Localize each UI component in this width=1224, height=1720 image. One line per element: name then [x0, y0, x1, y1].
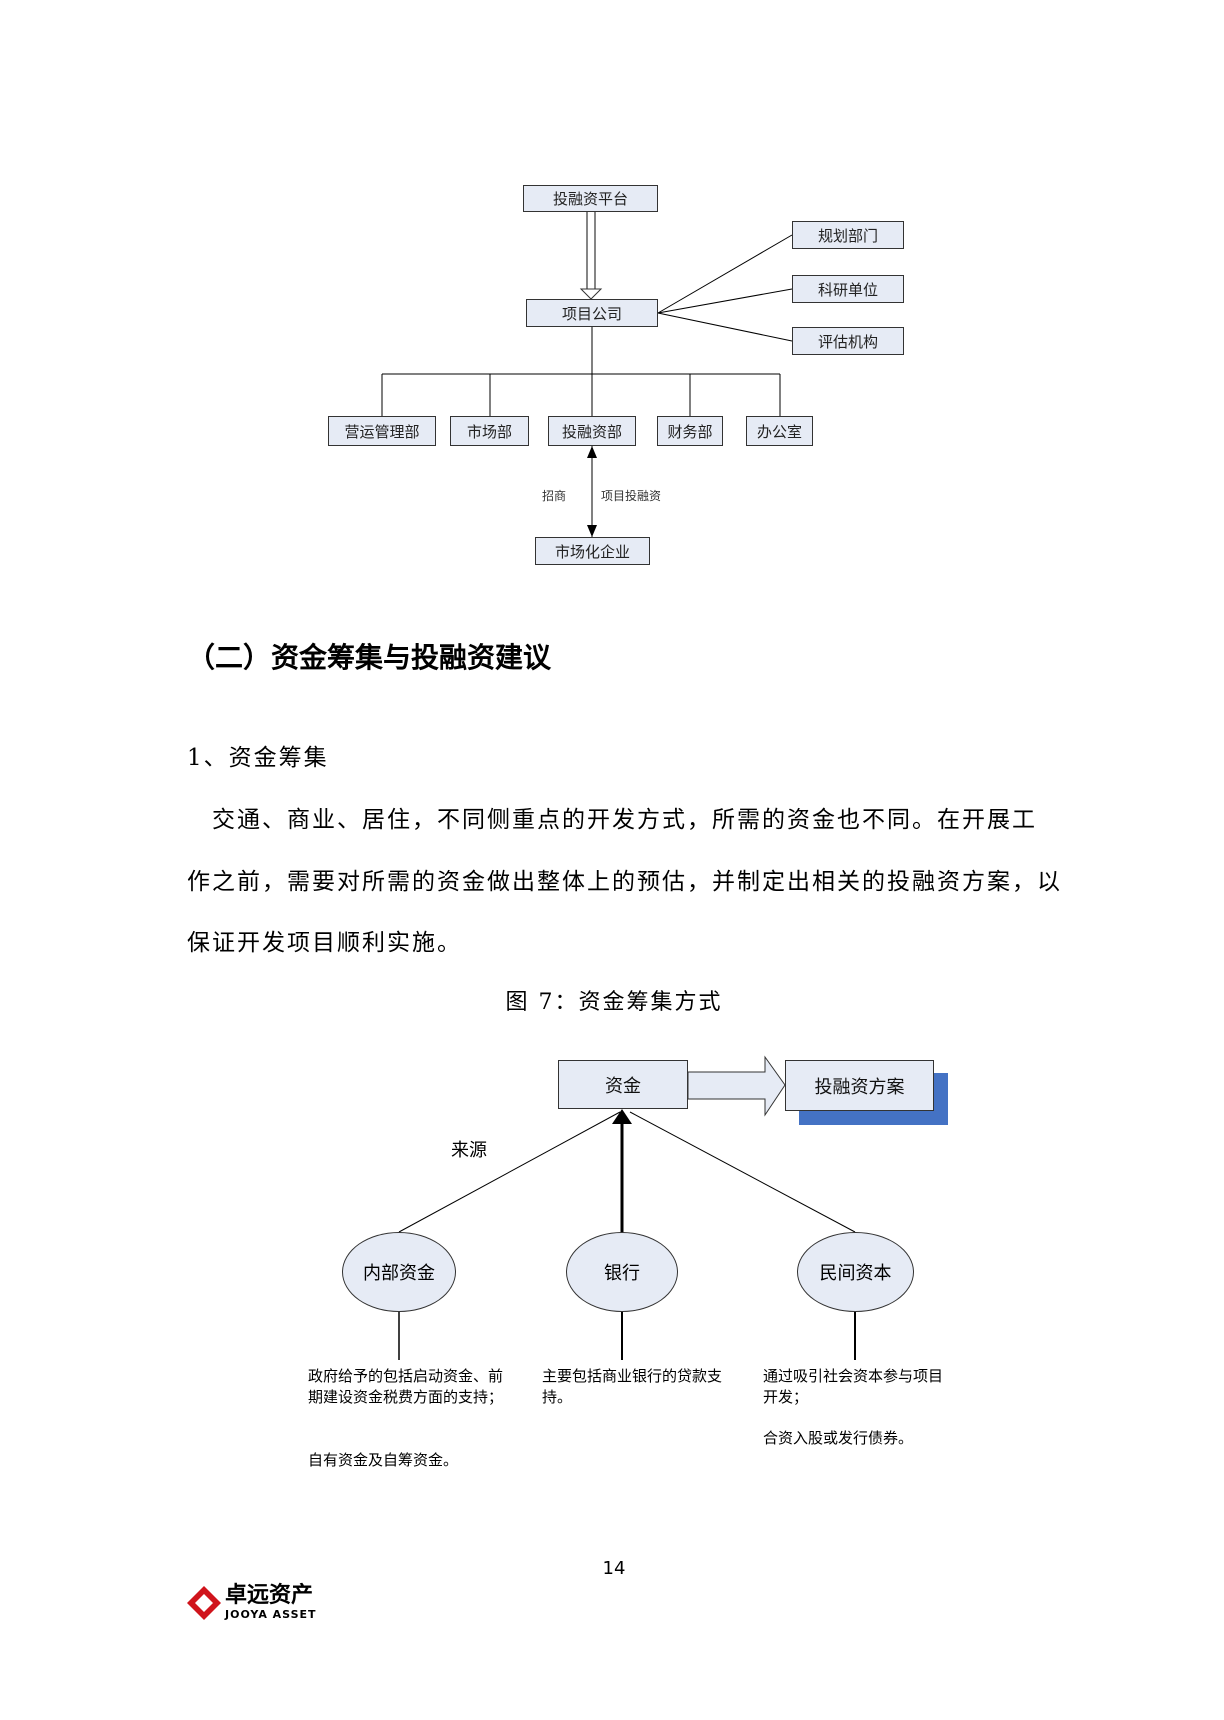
- org-external-box: 科研单位: [792, 275, 904, 303]
- source-label: 来源: [451, 1140, 487, 1161]
- org-external-box: 规划部门: [792, 221, 904, 249]
- subheading: 1、资金筹集: [187, 745, 329, 771]
- company-logo: 卓远资产 JOOYA ASSET: [187, 1584, 317, 1621]
- figure-caption: 图 7：资金筹集方式: [505, 990, 723, 1015]
- org-platform-box: 投融资平台: [523, 185, 658, 212]
- source-ellipse: 银行: [566, 1232, 678, 1312]
- page-number: 14: [602, 1558, 626, 1579]
- source-ellipse: 内部资金: [342, 1232, 456, 1312]
- paragraph-line: 交通、商业、居住，不同侧重点的开发方式，所需的资金也不同。在开展工: [187, 807, 1037, 833]
- org-external-box: 评估机构: [792, 327, 904, 355]
- link-label-left: 招商: [542, 489, 567, 503]
- org-department-box: 办公室: [746, 416, 813, 446]
- section-heading: （二）资金筹集与投融资建议: [187, 641, 552, 674]
- source-note: 主要包括商业银行的贷款支持。: [542, 1367, 723, 1406]
- source-note: 政府给予的包括启动资金、前期建设资金税费方面的支持；: [308, 1367, 504, 1406]
- plan-box: 投融资方案: [785, 1060, 934, 1111]
- org-department-box: 投融资部: [548, 416, 636, 446]
- source-ellipse: 民间资本: [797, 1232, 914, 1312]
- source-note: 自有资金及自筹资金。: [308, 1451, 459, 1469]
- funds-box: 资金: [558, 1060, 688, 1109]
- org-department-box: 财务部: [657, 416, 723, 446]
- paragraph-line: 保证开发项目顺利实施。: [187, 930, 462, 956]
- org-company-box: 项目公司: [526, 299, 658, 327]
- source-note: 通过吸引社会资本参与项目开发；: [763, 1367, 944, 1406]
- logo-diamond-icon: [187, 1585, 221, 1620]
- org-enterprise-box: 市场化企业: [535, 537, 650, 565]
- org-department-box: 营运管理部: [328, 416, 436, 446]
- link-label-right: 项目投融资: [601, 489, 662, 503]
- paragraph-line: 作之前，需要对所需的资金做出整体上的预估，并制定出相关的投融资方案，以: [187, 869, 1062, 895]
- org-department-box: 市场部: [450, 416, 529, 446]
- source-note: 合资入股或发行债券。: [763, 1429, 914, 1447]
